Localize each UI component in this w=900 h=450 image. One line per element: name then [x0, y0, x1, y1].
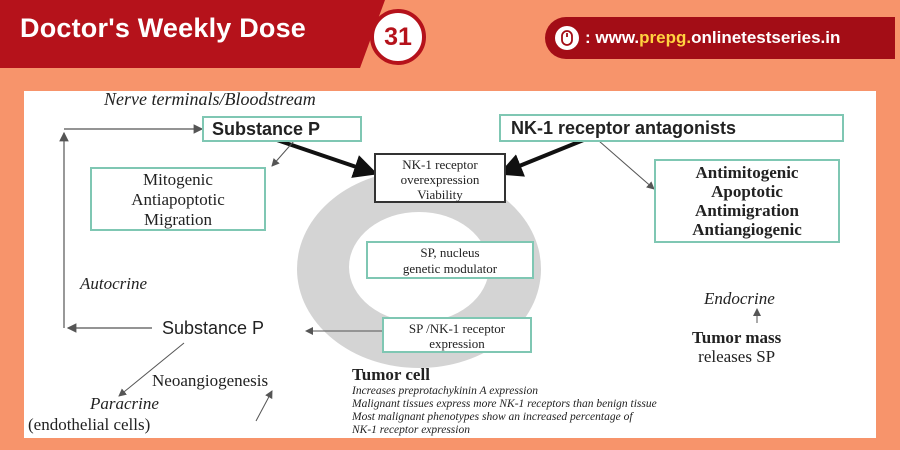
substance-p-bottom-label: Substance P [162, 318, 265, 338]
nucleus-line-2: genetic modulator [402, 261, 498, 276]
tumor-note-4: NK-1 receptor expression [352, 424, 470, 436]
overexpression-line-1: NK-1 receptor [402, 157, 478, 172]
autocrine-label: Autocrine [80, 274, 148, 293]
tumor-cell-notes: Increases preprotachykinin A expression … [352, 385, 657, 437]
antimitogenic-box: Antimitogenic Apoptotic Antimigration An… [654, 159, 840, 243]
tumor-note-3: Most malignant phenotypes show an increa… [352, 411, 633, 423]
neoangiogenesis-label: Neoangiogenesis [152, 371, 269, 390]
arrow-to-mitogenic [271, 140, 295, 167]
nucleus-line-1: SP, nucleus [420, 245, 480, 260]
nerve-terminals-label: Nerve terminals/Bloodstream [104, 91, 316, 109]
tumor-cell-title: Tumor cell [352, 365, 430, 384]
issue-badge: 31 [370, 9, 426, 65]
tumor-mass-line-2: releases SP [698, 347, 776, 366]
tumor-mass-label: Tumor mass releases SP [692, 328, 781, 366]
overexpression-line-3: Viability [417, 187, 463, 202]
url-suffix: onlinetestseries.in [691, 28, 841, 47]
antagonist-arrow [498, 137, 587, 177]
substance-p-top-box: Substance P [202, 116, 362, 142]
antimitogenic-line-3: Antimigration [695, 201, 799, 220]
antimitogenic-line-1: Antimitogenic [695, 163, 799, 182]
nk1-antagonists-label: NK-1 receptor antagonists [511, 118, 737, 138]
sp-expression-line-2: expression [429, 336, 485, 351]
overexpression-box: NK-1 receptor overexpression Viability [374, 153, 506, 203]
overexpression-line-2: overexpression [400, 172, 480, 187]
substance-p-top-label: Substance P [212, 119, 321, 139]
website-url: : www.prepg.onlinetestseries.in [585, 28, 840, 48]
banner-shape [0, 0, 385, 68]
mitogenic-box: Mitogenic Antiapoptotic Migration [90, 167, 266, 231]
mitogenic-line-2: Antiapoptotic [131, 190, 225, 209]
arrow-to-antimitogenic [598, 140, 655, 190]
tumor-mass-line-1: Tumor mass [692, 328, 782, 347]
paracrine-label: Paracrine [90, 394, 159, 413]
antimitogenic-line-2: Apoptotic [711, 182, 783, 201]
sp-expression-line-1: SP /NK-1 receptor [408, 321, 506, 336]
website-link[interactable]: : www.prepg.onlinetestseries.in [545, 17, 895, 59]
nucleus-box: SP, nucleus genetic modulator [366, 241, 534, 279]
mitogenic-line-1: Mitogenic [143, 170, 213, 189]
endocrine-label: Endocrine [704, 289, 775, 308]
mouse-icon [555, 26, 579, 50]
substance-p-arrow [273, 137, 378, 178]
header-banner [0, 0, 385, 68]
issue-number: 31 [384, 22, 412, 51]
antimitogenic-line-4: Antiangiogenic [692, 220, 802, 239]
tumor-note-2: Malignant tissues express more NK-1 rece… [352, 398, 657, 410]
url-highlight: prepg. [639, 28, 692, 47]
url-prefix: : www. [585, 28, 640, 47]
sp-expression-box: SP /NK-1 receptor expression [382, 317, 532, 353]
arrow-to-paracrine [118, 342, 185, 397]
tumor-note-1: Increases preprotachykinin A expression [352, 385, 538, 397]
endothelial-label: (endothelial cells) [28, 415, 151, 434]
mitogenic-line-3: Migration [144, 210, 212, 229]
arrow-to-neoangiogenesis [255, 390, 273, 422]
diagram-panel: Nerve terminals/Bloodstream Substance P … [24, 91, 876, 438]
page-title: Doctor's Weekly Dose [20, 13, 307, 43]
nk1-antagonists-box: NK-1 receptor antagonists [499, 114, 844, 142]
